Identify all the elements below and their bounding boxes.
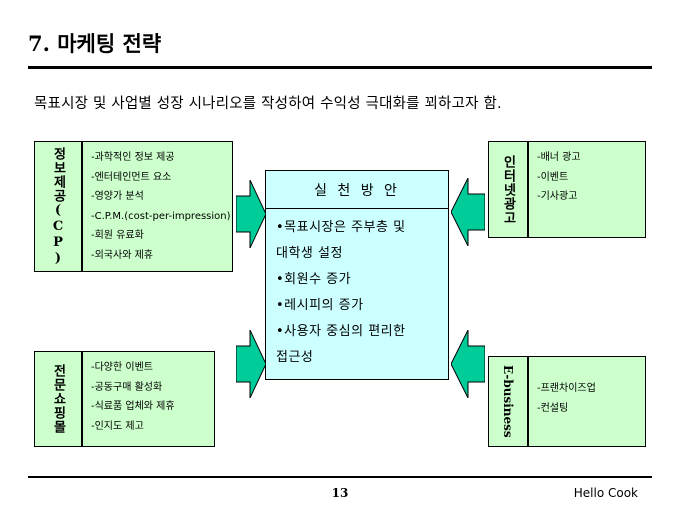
shopping-mall-label-box: 전문쇼핑몰 [34,351,82,447]
ebusiness-list-box: -프랜차이즈업 -컨설팅 [528,356,646,447]
action-plan-body: •목표시장은 주부층 및 대학생 설정 •회원수 증가 •레시피의 증가 •사용… [266,209,448,377]
shopping-mall-label: 전문쇼핑몰 [50,364,66,434]
action-plan-line: 대학생 설정 [276,246,343,261]
left-arrow-icon [451,178,485,246]
brand-name: Hello Cook [573,486,638,500]
shopping-mall-list-box: -다양한 이벤트 -공동구매 활성화 -식료품 업체와 제휴 -인지도 제고 [82,351,215,447]
cp-label: 정보제공(CP) [50,146,66,267]
right-arrow-icon [236,180,266,248]
list-item: -배너 광고 [537,152,581,163]
list-item: -C.P.M.(cost-per-impression) [91,210,231,222]
slide-subtitle: 목표시장 및 사업별 성장 시나리오를 작성하여 수익성 극대화를 꾀하고자 함… [34,96,502,112]
ebusiness-label: E-business [501,365,515,438]
list-item: -회원 유료화 [91,230,144,241]
list-item: -과학적인 정보 제공 [91,152,175,163]
action-plan-line: •레시피의 증가 [276,298,364,313]
list-item: -프랜차이즈업 [537,383,596,394]
action-plan-heading: 실 천 방 안 [266,171,448,209]
page-number: 13 [331,486,349,500]
list-item: -식료품 업체와 제휴 [91,401,175,412]
list-item: -엔터테인먼트 요소 [91,171,172,183]
action-plan-line: •사용자 중심의 편리한 [276,324,406,339]
right-arrow-icon [236,330,266,398]
cp-list-box: -과학적인 정보 제공 -엔터테인먼트 요소 -영양가 분석 -C.P.M.(c… [82,141,233,272]
internet-ad-label-box: 인터넷광고 [488,141,528,238]
cp-label-box: 정보제공(CP) [34,141,82,272]
list-item: -컨설팅 [537,402,569,414]
action-plan-line: •회원수 증가 [276,272,352,287]
action-plan-line: •목표시장은 주부층 및 [276,220,406,235]
list-item: -인지도 제고 [91,420,144,432]
title-divider [28,66,652,69]
internet-ad-label: 인터넷광고 [500,154,516,225]
internet-ad-list-box: -배너 광고 -이벤트 -기사광고 [528,141,646,238]
slide-title: 7. 마케팅 전략 [28,31,162,56]
list-item: -공동구매 활성화 [91,381,163,393]
left-arrow-icon [451,330,485,398]
list-item: -영양가 분석 [91,191,144,202]
footer-divider [28,476,652,478]
list-item: -다양한 이벤트 [91,362,153,373]
ebusiness-label-box: E-business [488,356,528,447]
action-plan-line: 접근성 [276,350,314,365]
list-item: -이벤트 [537,171,569,183]
action-plan-box: 실 천 방 안 •목표시장은 주부층 및 대학생 설정 •회원수 증가 •레시피… [265,170,449,380]
list-item: -외국사와 제휴 [91,249,153,261]
list-item: -기사광고 [537,191,578,202]
